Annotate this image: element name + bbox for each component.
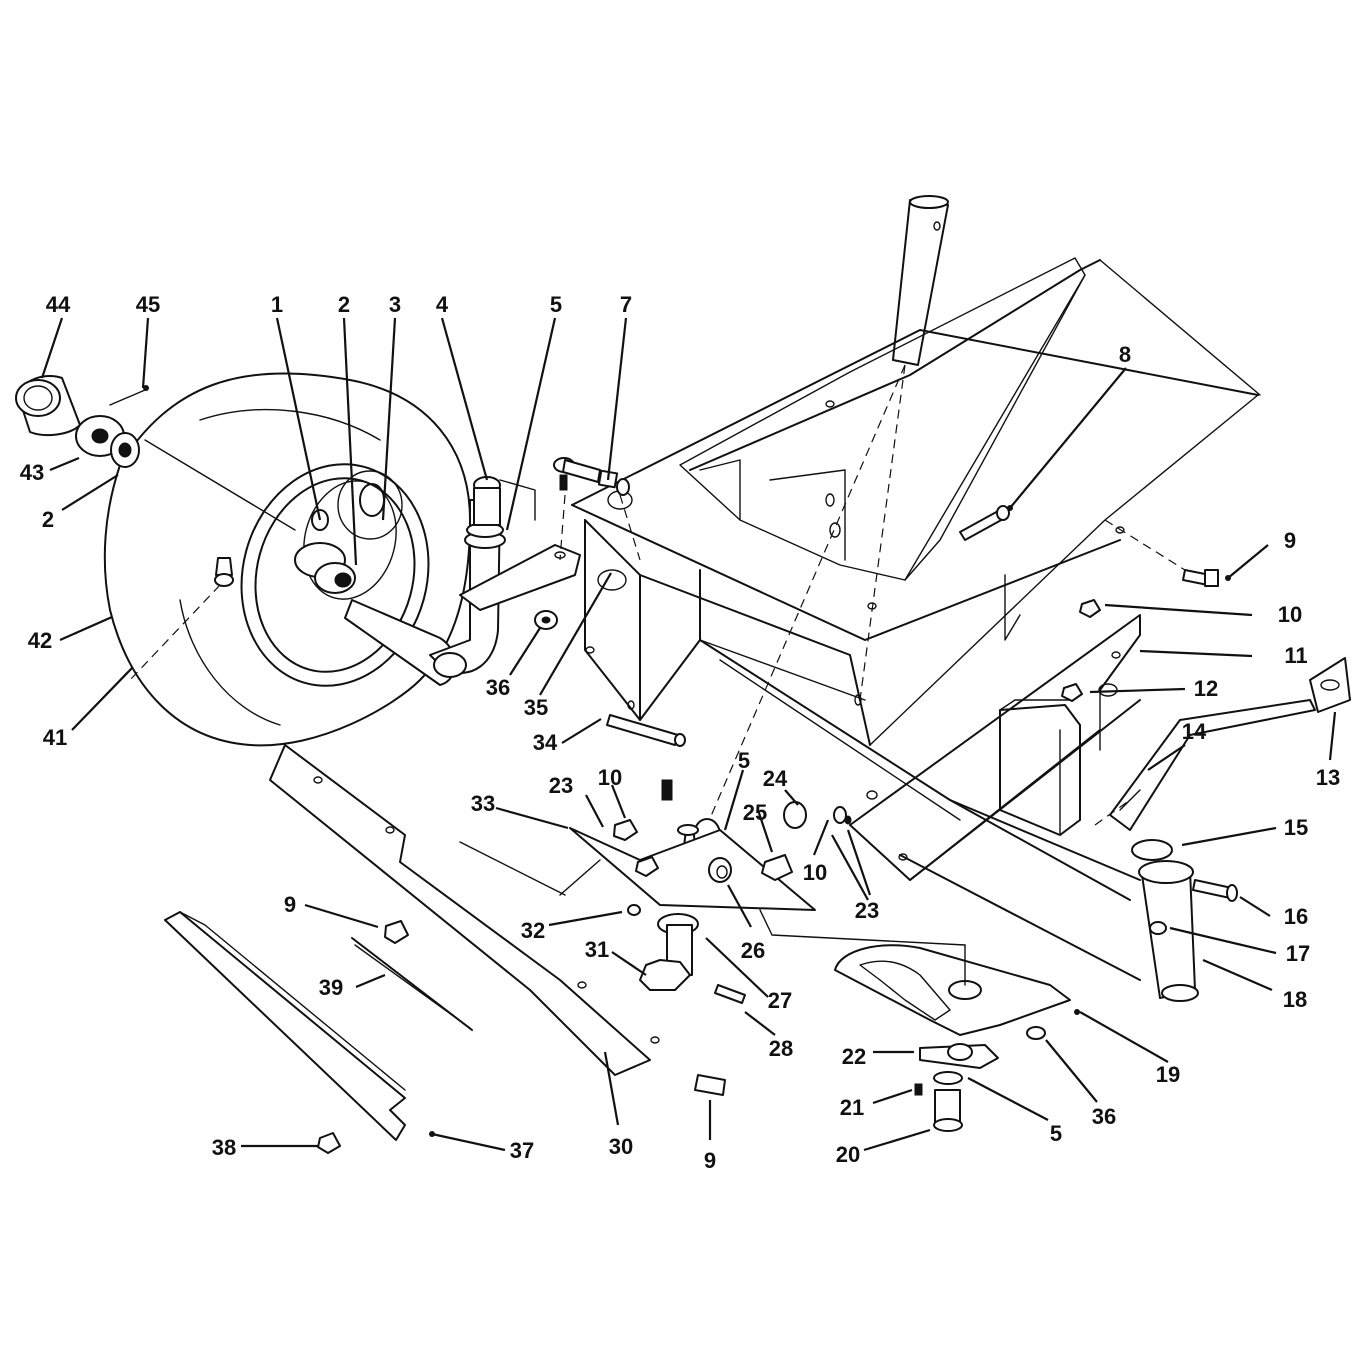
callout-13: 13 [1316, 765, 1340, 790]
callout-9-top: 9 [1284, 528, 1296, 553]
callout-1: 1 [271, 292, 283, 317]
bolt-9-right [1104, 519, 1219, 587]
guard-plates [164, 744, 726, 1154]
nut-12 [1061, 683, 1083, 702]
callout-2-left: 2 [42, 507, 54, 532]
callout-25: 25 [743, 800, 767, 825]
callout-9-bottom: 9 [704, 1148, 716, 1173]
callout-16: 16 [1284, 904, 1308, 929]
frame-assembly [571, 195, 1261, 901]
callout-2: 2 [338, 292, 350, 317]
callout-5-bottom: 5 [1050, 1121, 1062, 1146]
callout-36-right: 36 [1092, 1104, 1116, 1129]
callout-21: 21 [840, 1095, 864, 1120]
callout-10-mid: 10 [598, 765, 622, 790]
callout-7: 7 [620, 292, 632, 317]
spindle-assembly [344, 476, 581, 686]
callout-5-mid: 5 [738, 748, 750, 773]
callout-9-left: 9 [284, 892, 296, 917]
callout-4: 4 [436, 292, 449, 317]
callout-10-top: 10 [1278, 602, 1302, 627]
front-wheel [103, 372, 471, 747]
callout-labels: 44 45 1 2 3 4 5 7 8 43 2 9 10 11 42 36 3… [20, 292, 1340, 1173]
callout-33: 33 [471, 791, 495, 816]
callout-45: 45 [136, 292, 160, 317]
callout-10-right: 10 [803, 860, 827, 885]
callout-27: 27 [768, 988, 792, 1013]
callout-14: 14 [1182, 719, 1207, 744]
axle-beam [899, 657, 1351, 1002]
callout-12: 12 [1194, 676, 1218, 701]
callout-24: 24 [763, 766, 788, 791]
callout-8: 8 [1119, 342, 1131, 367]
callout-23-left: 23 [549, 773, 573, 798]
callout-38: 38 [212, 1135, 236, 1160]
callout-28: 28 [769, 1036, 793, 1061]
callout-36-left: 36 [486, 675, 510, 700]
bolt-8-head [996, 505, 1010, 521]
steering-sector [759, 909, 1071, 1132]
callout-23-right: 23 [855, 898, 879, 923]
spindle-right [569, 714, 852, 1004]
callout-34: 34 [533, 730, 558, 755]
callout-18: 18 [1283, 987, 1307, 1012]
hubcap-bearing-set [15, 375, 296, 531]
callout-37: 37 [510, 1138, 534, 1163]
callout-15: 15 [1284, 815, 1308, 840]
callout-31: 31 [585, 937, 609, 962]
callout-32: 32 [521, 918, 545, 943]
nut-10 [1079, 599, 1101, 618]
callout-44: 44 [46, 292, 71, 317]
callout-5: 5 [550, 292, 562, 317]
callout-leaders [40, 317, 1337, 1152]
callout-3: 3 [389, 292, 401, 317]
callout-41: 41 [43, 725, 67, 750]
callout-39: 39 [319, 975, 343, 1000]
tie-rod-end [534, 457, 641, 630]
callout-35: 35 [524, 695, 548, 720]
callout-42: 42 [28, 628, 52, 653]
callout-26: 26 [741, 938, 765, 963]
callout-17: 17 [1286, 941, 1310, 966]
callout-20: 20 [836, 1142, 860, 1167]
callout-11: 11 [1284, 643, 1307, 668]
callout-43: 43 [20, 460, 44, 485]
callout-19: 19 [1156, 1062, 1180, 1087]
callout-22: 22 [842, 1044, 866, 1069]
callout-30: 30 [609, 1134, 633, 1159]
